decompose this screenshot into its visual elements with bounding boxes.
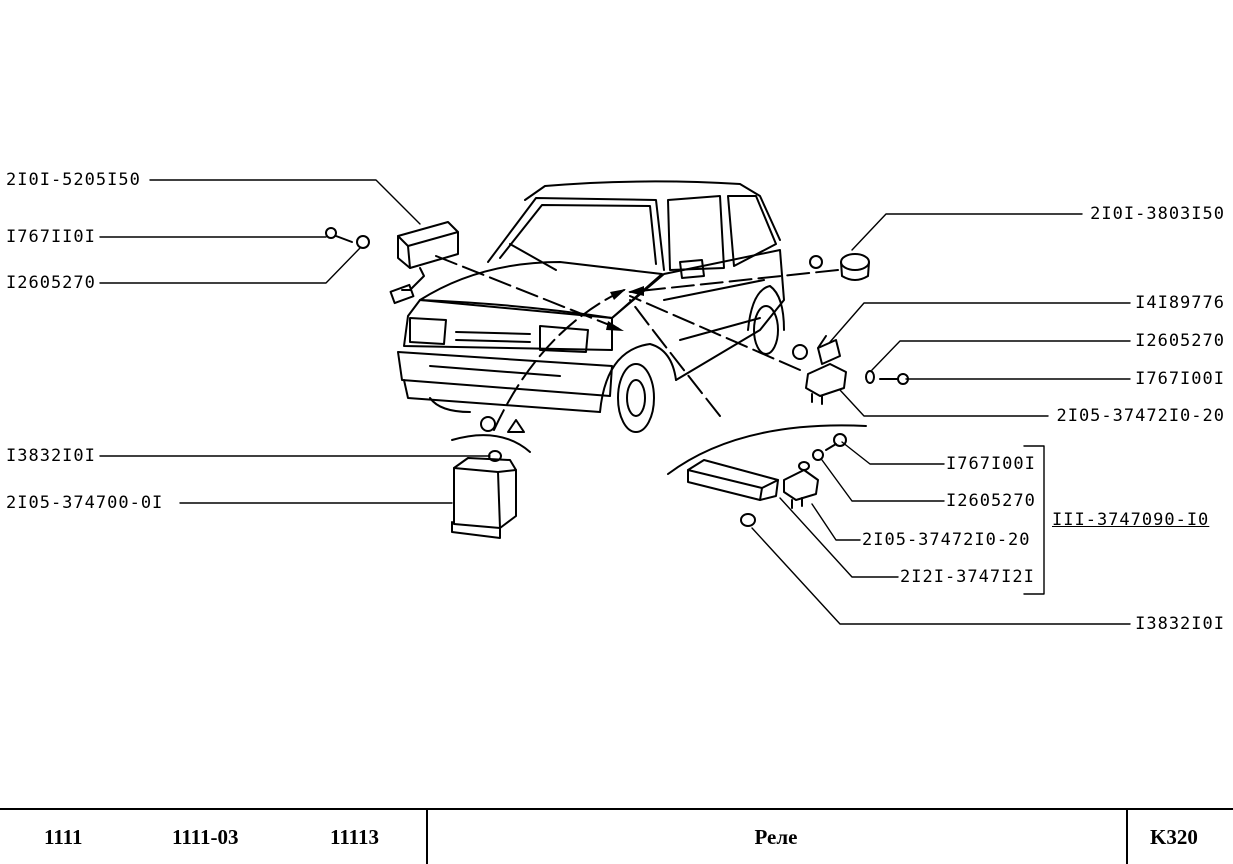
washer-12605270-left bbox=[356, 235, 370, 249]
label-14189776: I4I89776 bbox=[1135, 293, 1225, 313]
car-illustration bbox=[397, 180, 785, 433]
model-1111: 1111 bbox=[44, 825, 83, 849]
section-code: K320 bbox=[1150, 825, 1198, 849]
bolt-kit bbox=[825, 433, 847, 451]
relay-2105-3747210-20-upper bbox=[805, 363, 847, 405]
label-2105-3747210-20-upper: 2I05-37472I0-20 bbox=[1056, 406, 1225, 426]
bolt-1767110i bbox=[325, 227, 353, 243]
label-kit-2105-3747210-20: 2I05-37472I0-20 bbox=[862, 530, 1031, 550]
washer-kit bbox=[812, 449, 824, 461]
horn-2101-3803150 bbox=[840, 253, 870, 281]
symbol-badge-3 bbox=[480, 416, 525, 433]
washer-12605270-right bbox=[865, 370, 875, 384]
label-2105-3747010-01: 2I05-374700-0I bbox=[6, 493, 164, 513]
nut-13832101-kit bbox=[740, 513, 756, 527]
label-kit-assembly: III-3747090-I0 bbox=[1052, 510, 1210, 530]
label-1767100i-right: I767I00I bbox=[1135, 369, 1225, 389]
relay-2101-5205150 bbox=[389, 221, 459, 305]
footer-divider-left bbox=[426, 810, 428, 864]
arc-under-kit bbox=[667, 424, 867, 475]
bracket-plate bbox=[687, 459, 779, 501]
label-kit-2121-3747121: 2I2I-3747I2I bbox=[900, 567, 1035, 587]
symbol-badge-2 bbox=[792, 344, 808, 360]
label-2101-5205150: 2I0I-5205I50 bbox=[6, 170, 141, 190]
label-1767110i: I767II0I bbox=[6, 227, 96, 247]
flasher-relay-2105-3747010-01 bbox=[451, 457, 517, 539]
label-12605270-right: I2605270 bbox=[1135, 331, 1225, 351]
symbol-badge-1 bbox=[809, 255, 823, 269]
label-13832101-left: I3832I0I bbox=[6, 446, 96, 466]
label-kit-12605270: I2605270 bbox=[946, 491, 1036, 511]
arc-under-flasher bbox=[451, 434, 531, 453]
footer-divider-right bbox=[1126, 810, 1128, 864]
label-2101-3803150: 2I0I-3803I50 bbox=[1090, 204, 1225, 224]
bolt-1767100i-right bbox=[879, 373, 909, 385]
section-title: Реле bbox=[754, 825, 798, 849]
model-11113: 11113 bbox=[330, 825, 380, 849]
label-12605270-left: I2605270 bbox=[6, 273, 96, 293]
leader-lines bbox=[99, 179, 1131, 625]
model-1111-03: 1111-03 bbox=[172, 825, 239, 849]
relay-2105-3747210-20-lower bbox=[783, 461, 819, 509]
bracket-14189776 bbox=[817, 335, 841, 365]
title-block: 1111 1111-03 11113 Реле K320 bbox=[0, 808, 1233, 864]
assembly-arrows bbox=[435, 255, 839, 431]
label-kit-13832101: I3832I0I bbox=[1135, 614, 1225, 634]
arrowheads bbox=[606, 286, 644, 331]
label-kit-1767100i: I767I00I bbox=[946, 454, 1036, 474]
